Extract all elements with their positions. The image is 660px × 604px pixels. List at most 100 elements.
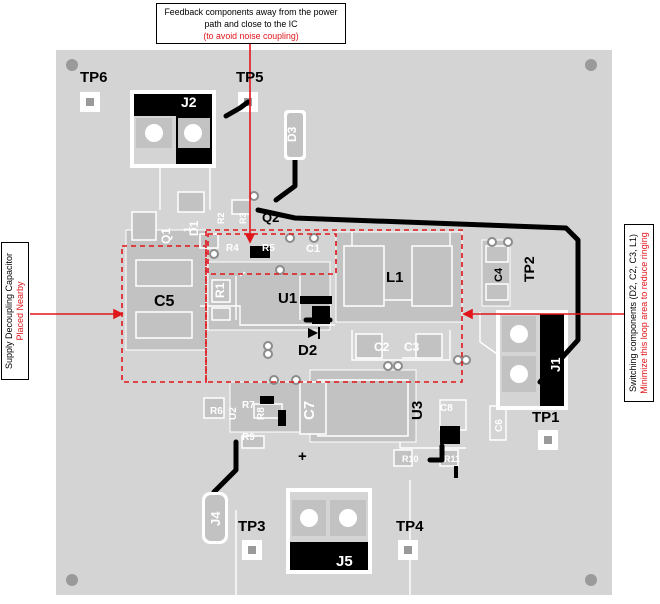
label-u3: U3 <box>409 401 426 420</box>
label-plus: + <box>298 448 307 465</box>
via-icon <box>453 355 463 365</box>
d3-inner <box>287 113 303 157</box>
diode-symbol-icon <box>308 328 318 338</box>
hole-icon <box>510 365 528 383</box>
switch-node-trace <box>255 207 581 385</box>
j2-header <box>134 94 212 116</box>
arrow-head-icon <box>113 308 124 320</box>
small-components <box>250 246 460 478</box>
pad <box>231 199 251 215</box>
decoupling-callout-title: Supply Decoupling Capacitor <box>4 252 14 370</box>
via-icon <box>393 361 403 371</box>
connector-j5 <box>286 488 372 574</box>
l1-pad-right <box>411 245 453 307</box>
c8-pad <box>440 426 460 444</box>
label-tp3: TP3 <box>238 518 266 535</box>
arrow-head-icon <box>244 233 256 244</box>
label-j2: J2 <box>181 94 197 110</box>
feedback-callout-line1a: Feedback components away from the power <box>164 7 338 17</box>
u2-pin <box>260 396 274 404</box>
silk-line <box>479 312 501 357</box>
c4-pad-top <box>485 245 509 263</box>
label-one: 1 <box>182 227 192 232</box>
u1-pad <box>312 306 330 324</box>
label-j1: J1 <box>548 358 563 372</box>
label-q2: Q2 <box>262 210 279 225</box>
silk-line <box>200 305 335 326</box>
label-l1: L1 <box>386 269 404 286</box>
l1-pad-left <box>343 245 385 307</box>
c7-pad <box>299 381 327 435</box>
via-icon <box>248 546 256 554</box>
mounting-holes <box>66 59 597 586</box>
label-r1: R1 <box>213 282 227 298</box>
decoupling-callout: Supply Decoupling Capacitor Placed Nearb… <box>1 242 29 380</box>
pad <box>211 279 231 303</box>
hole-icon <box>300 509 318 527</box>
label-r7: R7 <box>242 400 255 411</box>
label-c2: C2 <box>374 340 390 354</box>
via-icon <box>209 249 219 259</box>
mounting-hole-icon <box>585 59 597 71</box>
d3-footprint <box>284 110 306 160</box>
hole-icon <box>184 124 202 142</box>
label-tp2: TP2 <box>521 256 537 282</box>
feedback-callout: Feedback components away from the power … <box>156 3 346 44</box>
label-c3: C3 <box>404 340 420 354</box>
via-icon <box>249 191 259 201</box>
arrow-head-icon <box>462 308 473 320</box>
label-tp5: TP5 <box>236 69 264 86</box>
via-icon <box>544 436 552 444</box>
pad <box>211 307 231 321</box>
switching-callout-note: Minimize this loop area to reduce ringin… <box>639 232 649 394</box>
u2-pad <box>278 410 286 426</box>
label-r3: R3 <box>238 212 248 224</box>
label-r11: R11 <box>444 454 460 464</box>
via-icon <box>404 546 412 554</box>
trace <box>273 147 298 203</box>
pad <box>393 449 413 467</box>
label-d2: D2 <box>298 342 317 359</box>
via-icon <box>383 361 393 371</box>
diode-bar-icon <box>318 327 320 339</box>
label-c7: C7 <box>301 401 318 420</box>
c3-pad <box>415 333 443 359</box>
switching-loop-region <box>205 229 463 383</box>
c5-pad-bottom <box>135 311 193 339</box>
label-j4: J4 <box>208 511 223 526</box>
label-c8: C8 <box>440 403 453 414</box>
via-icon <box>263 349 273 359</box>
u1-pin-bar <box>300 296 332 304</box>
via-icon <box>503 237 513 247</box>
c4-pad-bottom <box>485 283 509 301</box>
via-icon <box>461 355 471 365</box>
pad <box>203 397 225 419</box>
label-r8: R8 <box>256 407 267 420</box>
c5-pad-top <box>135 259 193 287</box>
hole-icon <box>510 325 528 343</box>
trace <box>223 99 251 119</box>
label-c6: C6 <box>494 419 505 432</box>
label-c4: C4 <box>493 267 505 282</box>
hole-icon <box>339 509 357 527</box>
j4-footprint <box>202 492 228 544</box>
r5-block <box>250 246 270 258</box>
label-r10: R10 <box>402 454 419 464</box>
label-u1: U1 <box>278 290 297 307</box>
pad <box>199 233 219 249</box>
j5-footer <box>290 542 368 570</box>
connector-j2 <box>130 90 216 168</box>
feedback-region <box>207 233 337 275</box>
via-icon <box>275 265 285 275</box>
feedback-callout-note: (to avoid noise coupling) <box>203 31 299 41</box>
via-icon <box>86 98 94 106</box>
label-tp1: TP1 <box>532 409 560 426</box>
label-c1: C1 <box>306 243 320 255</box>
silk-line <box>351 330 451 361</box>
trace <box>427 443 445 463</box>
mounting-hole-icon <box>66 574 78 586</box>
label-c5: C5 <box>154 293 175 310</box>
label-tp4: TP4 <box>396 518 424 535</box>
c2-pad <box>355 333 383 359</box>
